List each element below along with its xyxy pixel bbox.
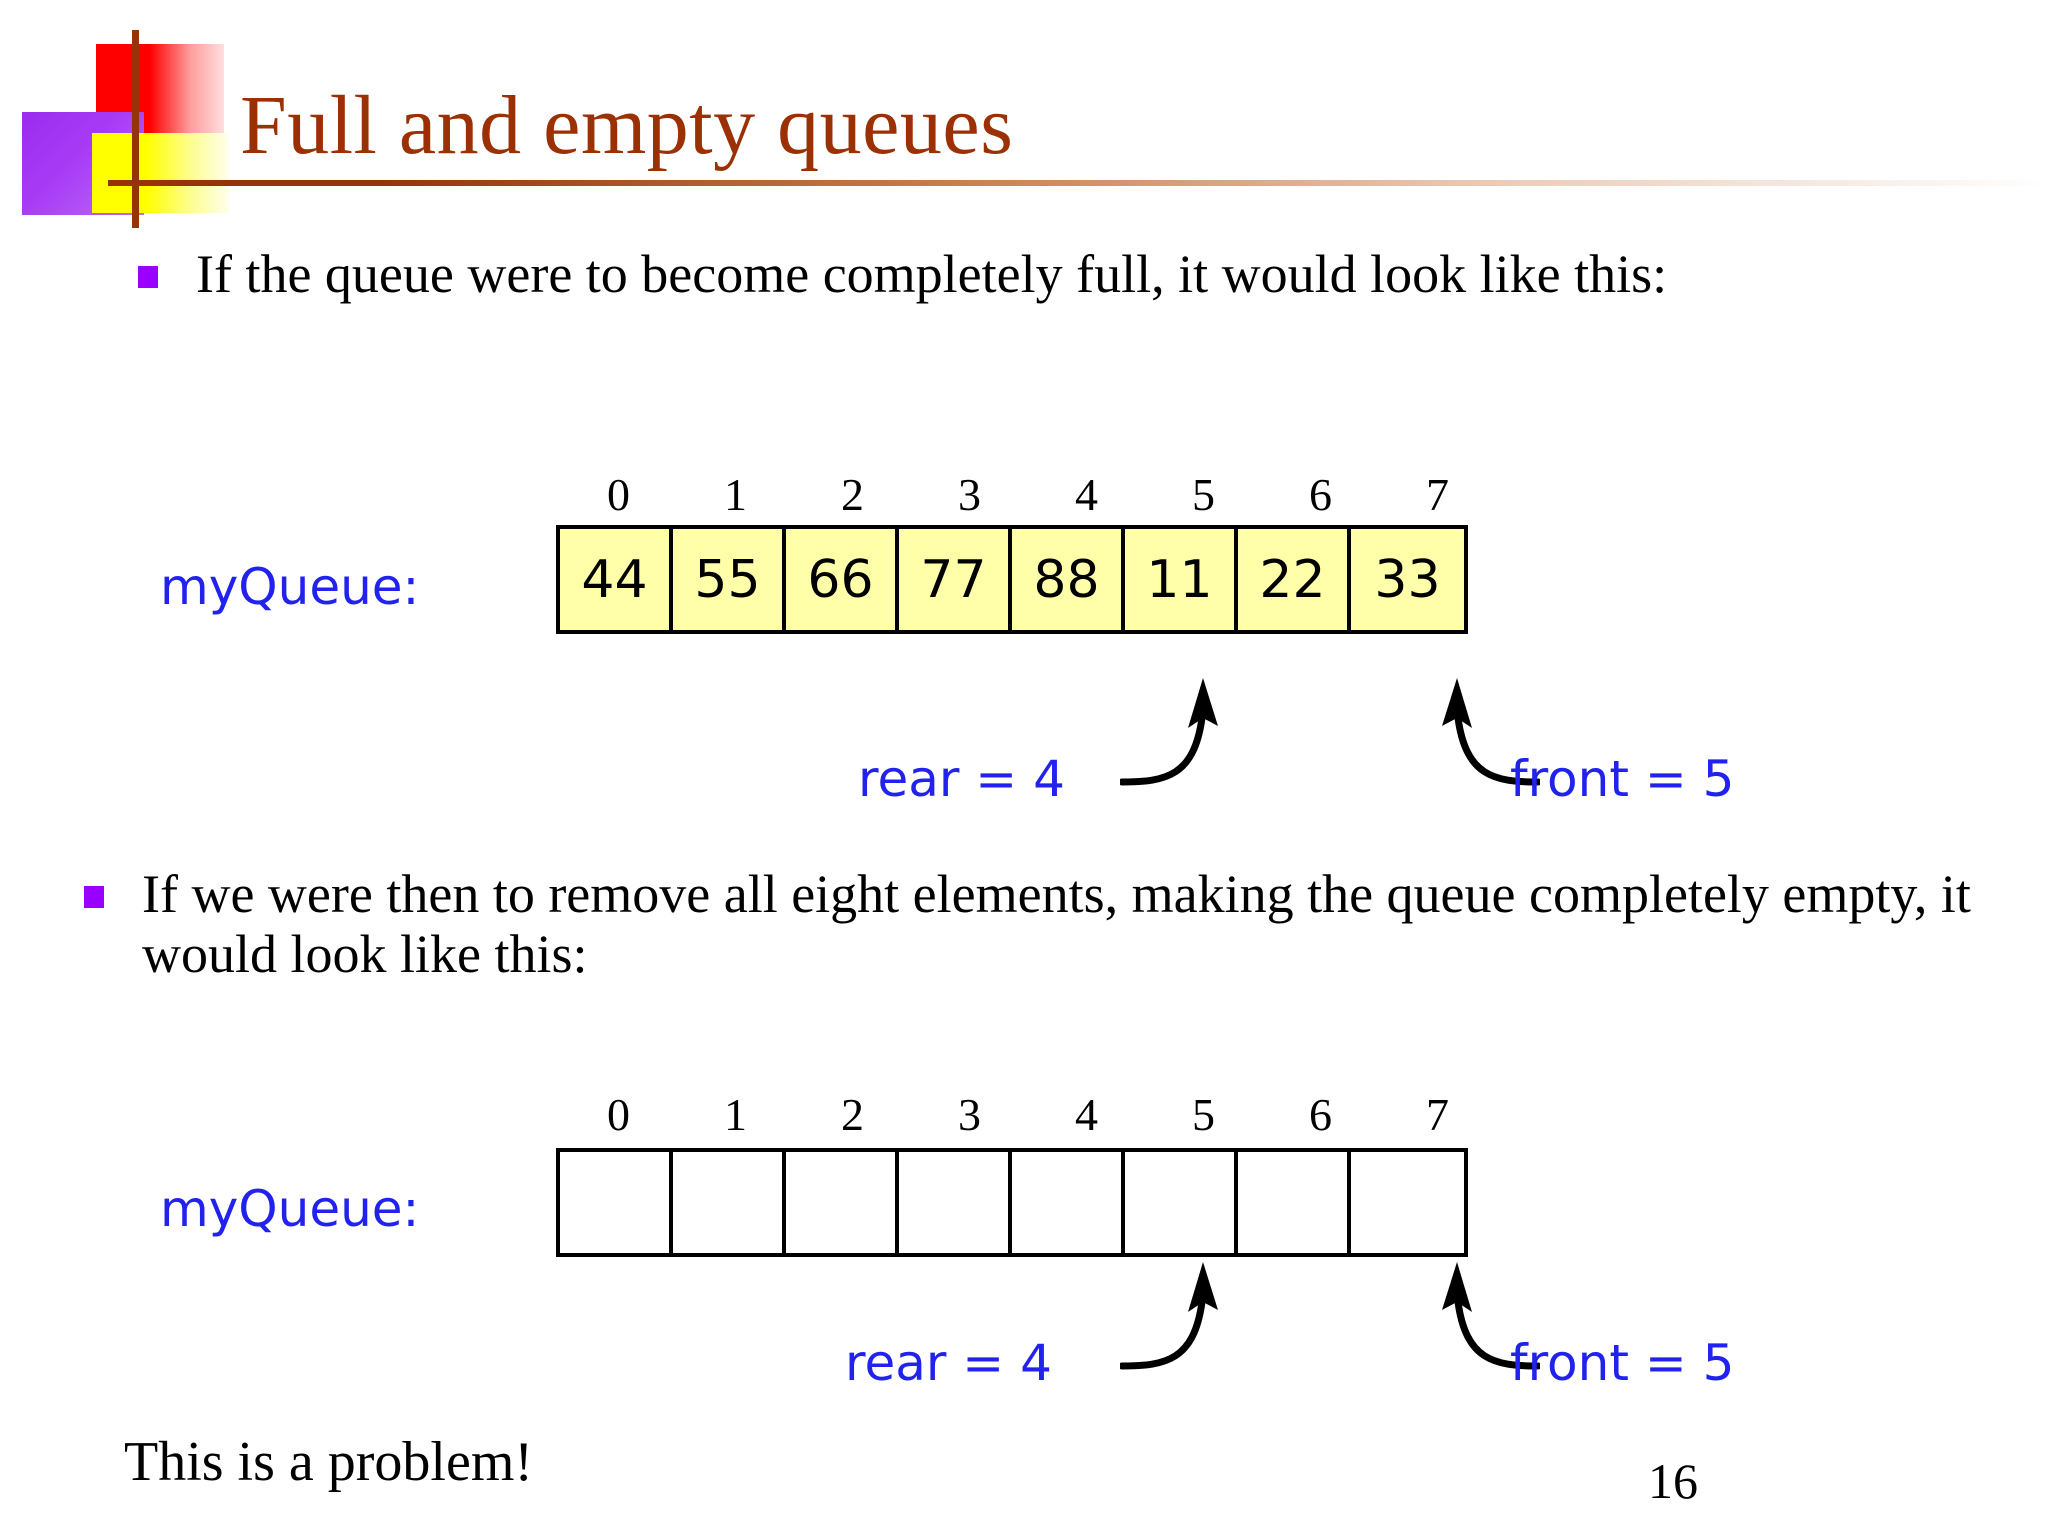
- bullet-item-1: If the queue were to become completely f…: [138, 244, 1738, 304]
- index-label: 2: [841, 1089, 864, 1140]
- index-label: 5: [1192, 1089, 1215, 1140]
- front-pointer-arrow-full: [1442, 678, 1540, 786]
- bullet-item-1-text: If the queue were to become completely f…: [196, 244, 1668, 304]
- index-label: 3: [958, 1089, 981, 1140]
- index-label: 3: [958, 469, 981, 520]
- index-label: 6: [1309, 469, 1332, 520]
- rear-label-full: rear = 4: [858, 750, 1065, 808]
- logo-vertical-line: [132, 30, 139, 228]
- index-row-full: 0 1 2 3 4 5 6 7: [560, 468, 1496, 521]
- array-cell: 11: [1125, 529, 1238, 630]
- index-label: 7: [1426, 1089, 1449, 1140]
- front-label-empty: front = 5: [1510, 1334, 1735, 1392]
- front-label-full: front = 5: [1510, 750, 1735, 808]
- index-label: 5: [1192, 469, 1215, 520]
- index-label: 6: [1309, 1089, 1332, 1140]
- queue-name-label-full: myQueue:: [160, 558, 420, 616]
- index-label: 1: [724, 1089, 747, 1140]
- square-bullet-icon: [84, 886, 104, 908]
- array-cell: 77: [899, 529, 1012, 630]
- array-cell: [899, 1152, 1012, 1253]
- index-label: 0: [607, 469, 630, 520]
- index-label: 2: [841, 469, 864, 520]
- index-row-empty: 0 1 2 3 4 5 6 7: [560, 1088, 1496, 1141]
- index-label: 1: [724, 469, 747, 520]
- index-label: 4: [1075, 469, 1098, 520]
- array-cells-empty: [556, 1148, 1468, 1257]
- array-cell: [1125, 1152, 1238, 1253]
- logo-yellow-block: [92, 133, 228, 213]
- array-cells-full: 44 55 66 77 88 11 22 33: [556, 525, 1468, 634]
- square-bullet-icon: [138, 266, 158, 288]
- array-cell: [673, 1152, 786, 1253]
- bullet-item-2: If we were then to remove all eight elem…: [84, 864, 1984, 985]
- closing-statement: This is a problem!: [124, 1431, 534, 1493]
- array-cell: [560, 1152, 673, 1253]
- front-pointer-arrow-empty: [1442, 1262, 1540, 1370]
- array-cell: 88: [1012, 529, 1125, 630]
- index-label: 7: [1426, 469, 1449, 520]
- array-cell: 66: [786, 529, 899, 630]
- title-underline-rule: [108, 180, 2048, 186]
- bullet-item-2-text: If we were then to remove all eight elem…: [142, 864, 1971, 985]
- queue-name-label-empty: myQueue:: [160, 1180, 420, 1238]
- rear-pointer-arrow-empty: [1120, 1262, 1218, 1370]
- array-cell: [1238, 1152, 1351, 1253]
- array-cell: [1351, 1152, 1464, 1253]
- array-cell: [1012, 1152, 1125, 1253]
- rear-label-empty: rear = 4: [845, 1334, 1052, 1392]
- array-cell: 33: [1351, 529, 1464, 630]
- array-cell: 55: [673, 529, 786, 630]
- page-number: 16: [1648, 1453, 1698, 1509]
- rear-pointer-arrow-full: [1120, 678, 1218, 786]
- array-cell: 44: [560, 529, 673, 630]
- index-label: 0: [607, 1089, 630, 1140]
- array-cell: [786, 1152, 899, 1253]
- slide-logo: [22, 20, 242, 228]
- index-label: 4: [1075, 1089, 1098, 1140]
- array-cell: 22: [1238, 529, 1351, 630]
- slide-title: Full and empty queues: [240, 79, 1014, 172]
